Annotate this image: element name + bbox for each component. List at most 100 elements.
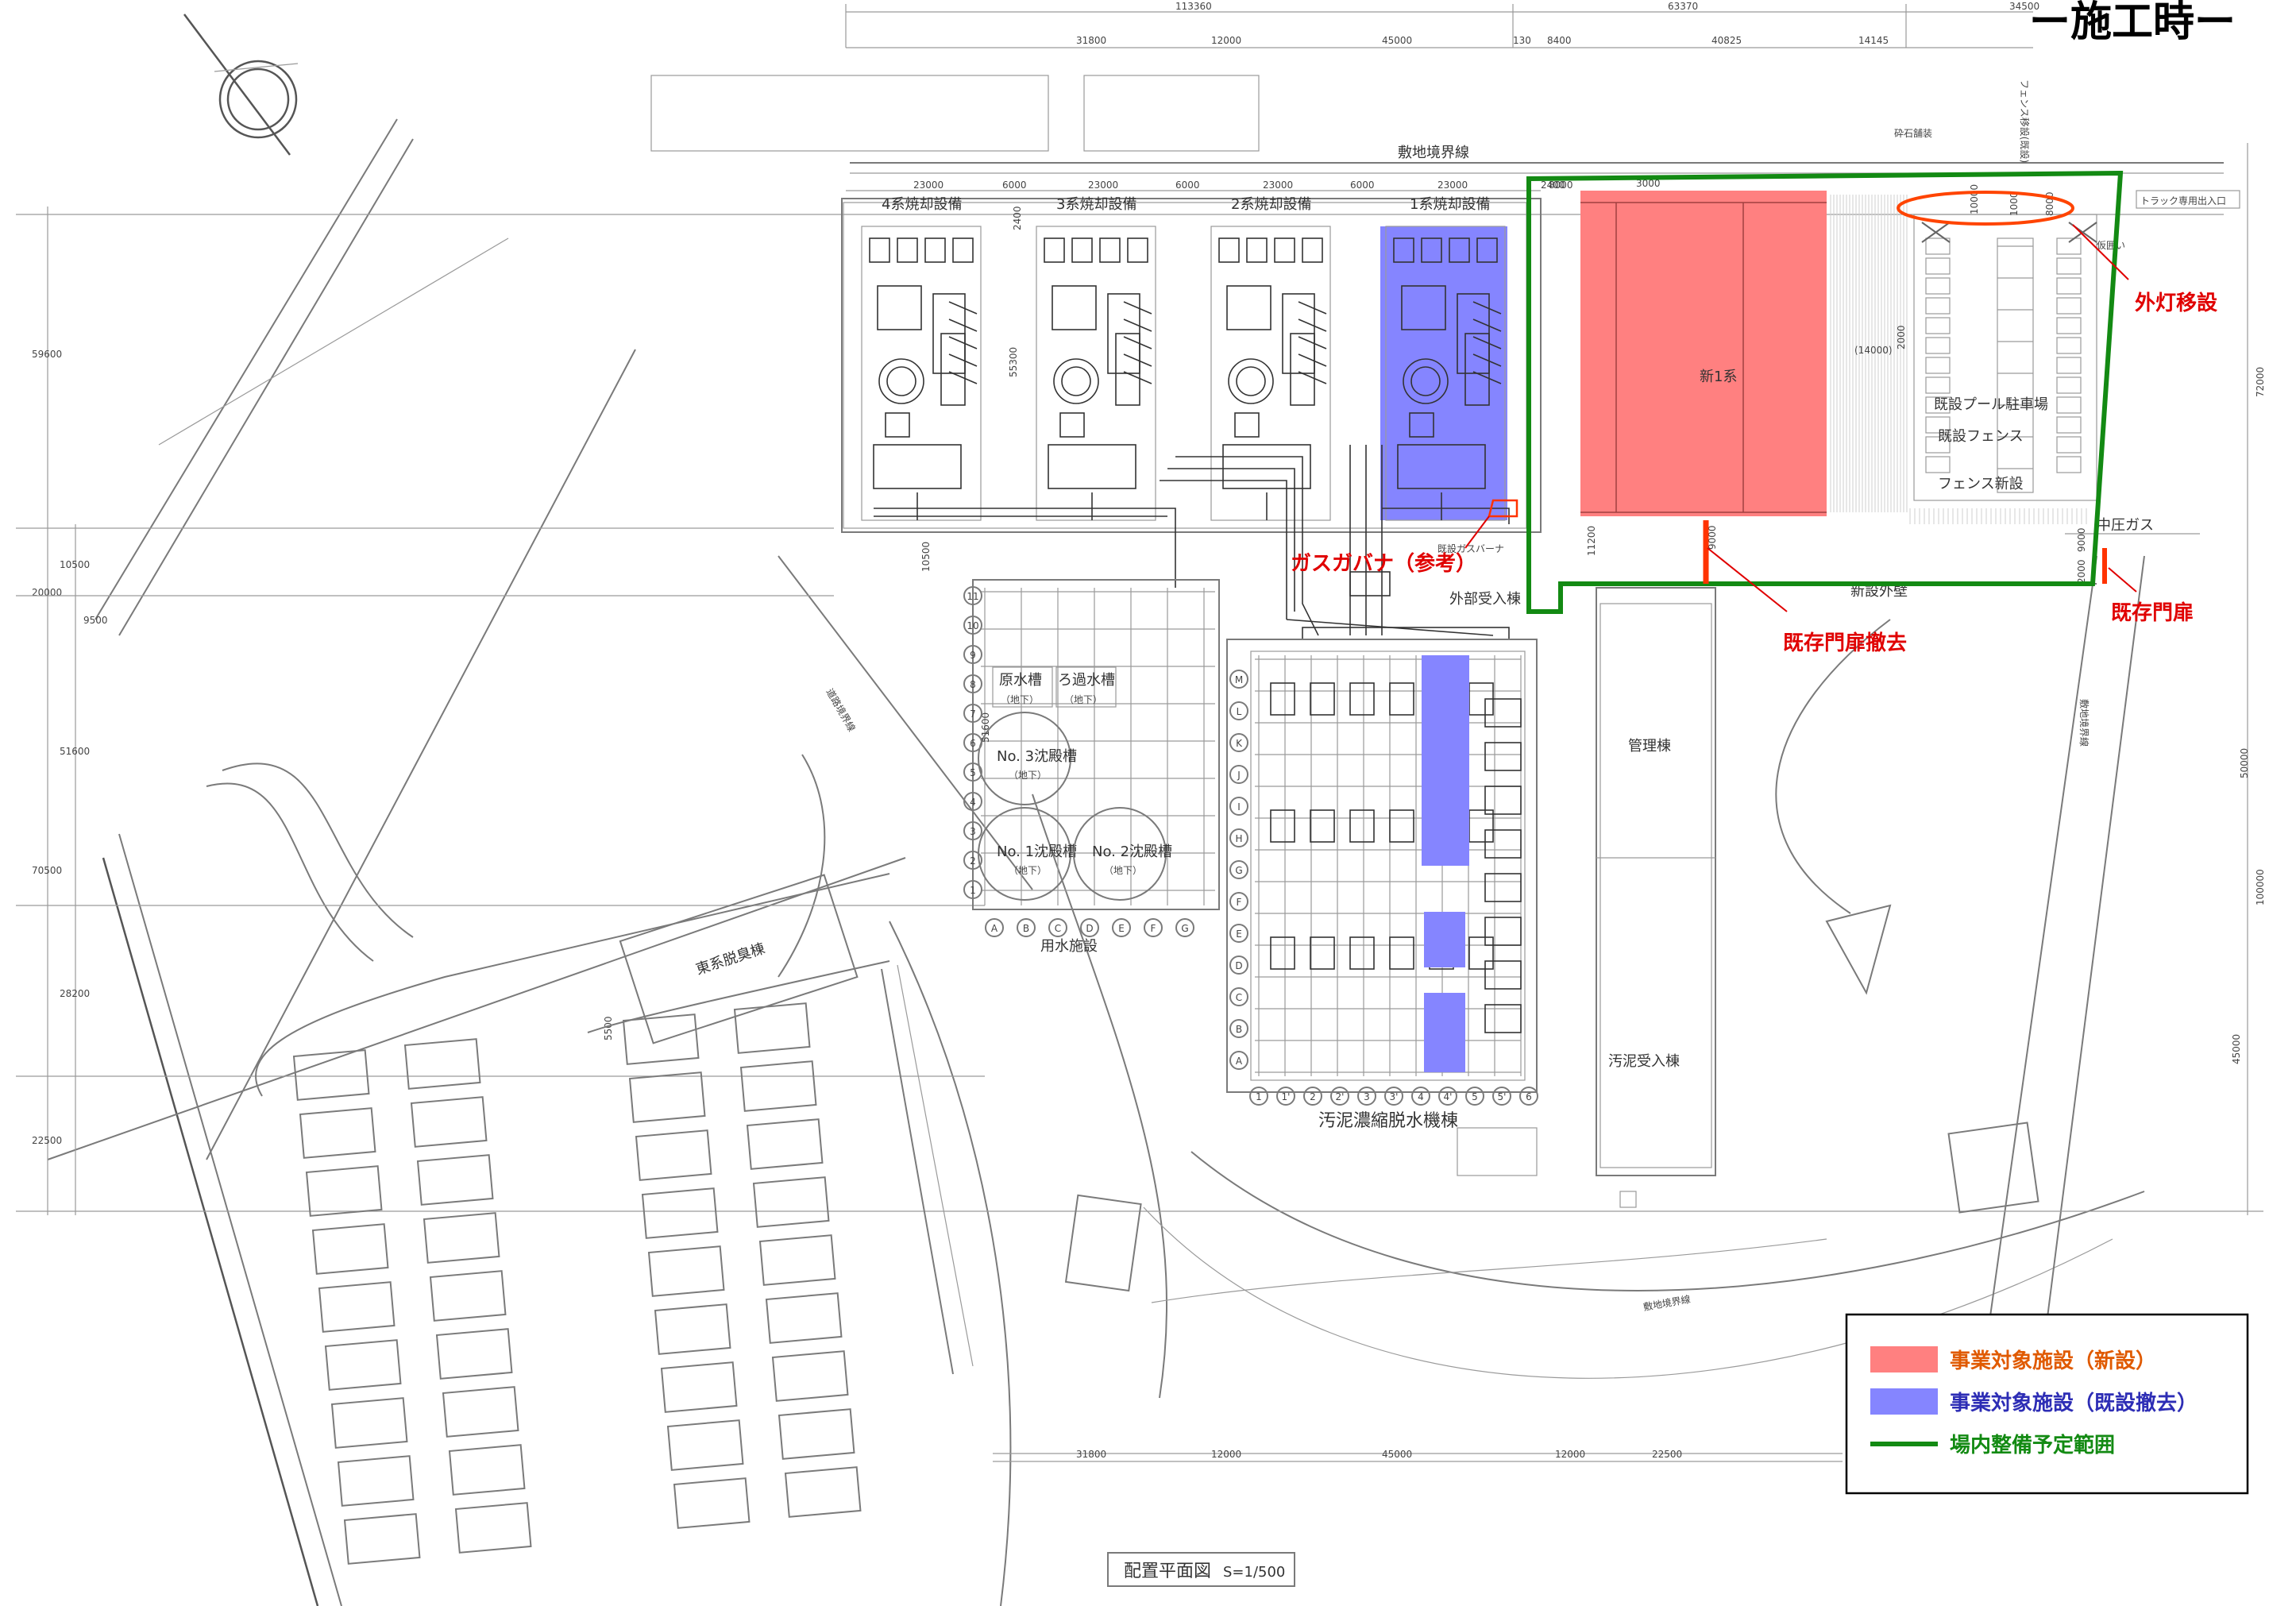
- grid-row-label: 8: [970, 679, 976, 690]
- label-water-facility: 用水施設: [1040, 938, 1098, 955]
- left-dimensions: 59600 10500 20000 9500 51600 70500 28200…: [32, 207, 108, 1215]
- building-row-label: M: [1235, 674, 1243, 685]
- dim-top-1: 113360: [1175, 1, 1212, 12]
- dim-right-4: 45000: [2231, 1034, 2242, 1064]
- label-existing-fence: 既設フェンス: [1938, 428, 2024, 445]
- label-sed1: No. 1沈殿槽: [997, 844, 1077, 860]
- building-col-label: 5': [1498, 1091, 1507, 1102]
- grid-col-label: E: [1118, 923, 1125, 934]
- dim-top-2: 63370: [1668, 1, 1698, 12]
- grid-col-label: D: [1086, 923, 1093, 934]
- plan-title: 配置平面図: [1124, 1562, 1211, 1581]
- legend: 事業対象施設（新設） 事業対象施設（既設撤去） 場内整備予定範囲: [1845, 1313, 2249, 1495]
- label-filtered-water: ろ過水槽: [1058, 672, 1115, 689]
- label-incinerator-1: 1系焼却設備: [1410, 196, 1490, 213]
- management-building: 管理棟 汚泥受入棟: [1596, 587, 1716, 1208]
- grid-row-label: 10: [967, 620, 978, 631]
- removed-facility-dewatering-1: [1422, 655, 1469, 866]
- road-lines: [47, 118, 2145, 1606]
- dim-inc-3: 23000: [1088, 180, 1118, 191]
- label-temp-enclosure: 仮囲い: [2097, 240, 2125, 251]
- dim-s11: 9000: [2076, 527, 2087, 552]
- site-improvement-area: 砕石舗装 フェンス移設(既設) トラック専用出入口 仮囲い 既設プール駐車場 既…: [1488, 79, 2240, 614]
- incinerator-equipment: [861, 226, 1506, 521]
- grid-row-label: 11: [967, 591, 978, 602]
- label-road-boundary: 道路境界線: [824, 686, 858, 733]
- dim-row2-5: 8400: [1547, 35, 1572, 46]
- dim-inc-7: 23000: [1437, 180, 1468, 191]
- grid-row-label: 9: [970, 650, 976, 661]
- label-new-fence: フェンス新設: [1938, 476, 2024, 492]
- building-col-label: 5: [1472, 1091, 1478, 1102]
- label-medium-gas: 中圧ガス: [2097, 517, 2154, 534]
- dim-55300: 55300: [1008, 347, 1019, 377]
- grid-col-label: A: [991, 923, 998, 934]
- annotation-gas-governor: ガスガバナ（参考）: [1291, 551, 1476, 576]
- label-road-line-right: 敷地境界線: [2078, 699, 2090, 747]
- grid-row-label: 7: [970, 708, 976, 720]
- top-dimensions: 113360 63370 34500 31800 12000 45000 130…: [845, 1, 2039, 48]
- pipe-rack: [874, 445, 1510, 640]
- improvement-area-boundary: [1526, 170, 2124, 614]
- building-row-label: I: [1237, 801, 1241, 813]
- dim-left-2: 10500: [60, 559, 90, 570]
- dim-left-5: 51600: [60, 746, 90, 757]
- label-incinerator-3: 3系焼却設備: [1056, 196, 1136, 213]
- label-sludge-receiving: 汚泥受入棟: [1608, 1053, 1680, 1070]
- dim-s2: 3000: [1636, 178, 1661, 189]
- building-row-label: G: [1235, 865, 1242, 876]
- dim-s5: 1000: [2009, 191, 2020, 216]
- legend-label-removed: 事業対象施設（既設撤去）: [1950, 1391, 2198, 1415]
- label-incinerator-4: 4系焼却設備: [882, 196, 962, 213]
- gas-governor-marker: [1488, 499, 1518, 518]
- dim-row2-3: 45000: [1382, 35, 1412, 46]
- label-new-outer-wall: 新設外壁: [1850, 583, 1908, 600]
- label-underground-4: （地下）: [1009, 865, 1047, 876]
- dim-51600-mid: 51600: [980, 712, 991, 743]
- building-row-label: D: [1235, 960, 1242, 971]
- dim-bottom-2: 12000: [1211, 1449, 1241, 1460]
- dim-inc-2: 6000: [1002, 180, 1027, 191]
- building-row-label: E: [1236, 928, 1242, 940]
- label-new-1: 新1系: [1700, 369, 1737, 385]
- dim-left-7: 28200: [60, 988, 90, 999]
- legend-swatch-removed: [1870, 1388, 1938, 1415]
- label-underground-1: （地下）: [1001, 694, 1039, 705]
- label-pool-parking: 既設プール駐車場: [1934, 396, 2048, 413]
- pool-parking: [1913, 214, 2097, 501]
- grid-row-label: 1: [970, 885, 976, 896]
- label-underground-2: （地下）: [1064, 694, 1102, 705]
- label-site-boundary-2: 敷地境界線: [1642, 1293, 1692, 1313]
- building-row-label: B: [1236, 1024, 1242, 1035]
- label-pump-size: 5500: [603, 1016, 614, 1040]
- label-sed3: No. 3沈殿槽: [997, 748, 1077, 765]
- dim-left-6: 70500: [32, 865, 62, 876]
- dim-s6: 2000: [1896, 325, 1907, 349]
- label-sed2: No. 2沈殿槽: [1092, 844, 1172, 860]
- annotation-existing-gate: 既存門扉: [2111, 601, 2194, 625]
- dim-left-1: 59600: [32, 349, 62, 360]
- label-east-pump: 東系脱臭棟: [694, 940, 767, 979]
- building-col-label: 3': [1390, 1091, 1399, 1102]
- annotation-light-relocate: 外灯移設: [2135, 291, 2218, 315]
- legend-swatch-new: [1870, 1346, 1938, 1372]
- grid-col-label: C: [1055, 923, 1061, 934]
- dim-10500-mid: 10500: [920, 542, 932, 572]
- dim-left-4: 9500: [83, 615, 108, 626]
- dim-s1: 8000: [1549, 180, 1573, 191]
- label-gas-burner-small: 既設ガスバーナ: [1437, 542, 1504, 554]
- dim-row2-7: 14145: [1858, 35, 1889, 46]
- plan-title-box: 配置平面図 S=1/500: [1107, 1552, 1295, 1587]
- label-fence-move: フェンス移設(既設): [2019, 79, 2031, 163]
- label-sludge-dewatering: 汚泥濃縮脱水機棟: [1318, 1111, 1458, 1131]
- dim-s12: 2000: [2076, 559, 2087, 584]
- building-row-label: H: [1235, 833, 1242, 844]
- dim-right-3: 100000: [2255, 869, 2266, 905]
- dim-bottom-1: 31800: [1076, 1449, 1106, 1460]
- building-col-label: 1': [1282, 1091, 1291, 1102]
- incinerator-block: 23000 6000 23000 6000 23000 6000 23000 2…: [841, 180, 1565, 533]
